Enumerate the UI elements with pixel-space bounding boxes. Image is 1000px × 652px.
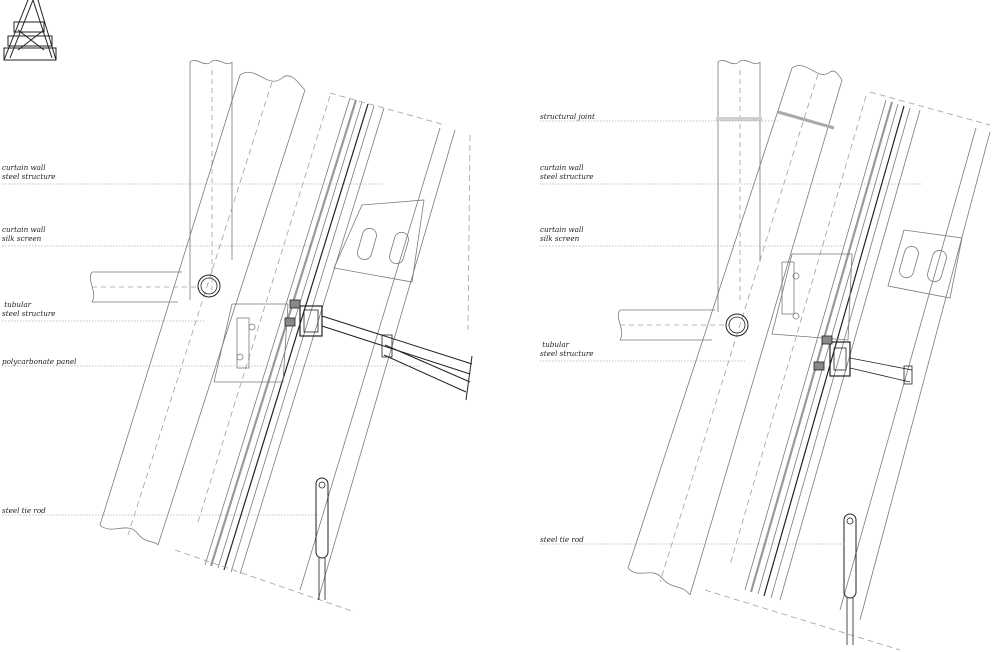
left-section-detail: [2, 59, 473, 613]
label-tubular-steel-structure-right: tubular steel structure: [540, 340, 594, 358]
label-curtain-wall-silk-screen-left: curtain wall silk screen: [2, 225, 46, 243]
label-curtain-wall-steel-structure-left: curtain wall steel structure: [2, 163, 56, 181]
right-section-detail: [540, 59, 991, 651]
label-steel-tie-rod-left: steel tie rod: [2, 506, 46, 515]
label-structural-joint: structural joint: [540, 112, 595, 121]
label-polycarbonate-panel: polycarbonate panel: [2, 357, 77, 366]
label-curtain-wall-silk-screen-right: curtain wall silk screen: [540, 225, 584, 243]
label-curtain-wall-steel-structure-right: curtain wall steel structure: [540, 163, 594, 181]
label-tubular-steel-structure-left: tubular steel structure: [2, 300, 56, 318]
label-steel-tie-rod-right: steel tie rod: [540, 535, 584, 544]
key-plan-icon: [3, 0, 57, 61]
